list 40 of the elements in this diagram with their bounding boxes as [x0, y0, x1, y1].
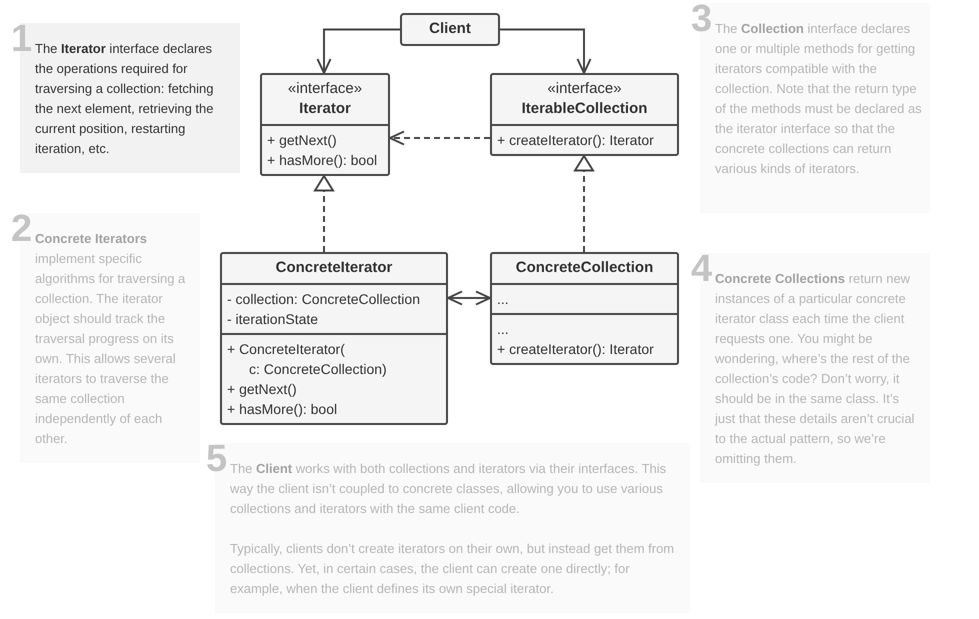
method-text: + hasMore(): bool: [267, 151, 378, 170]
note-text: Typically, clients don’t create iterators on their own, but instead get them from collections. Yet, in certain cases, the client can create one directly; for example, when the client defines its own special iterator.: [230, 540, 676, 598]
class-name: Iterator: [299, 99, 351, 119]
stereotype-label: «interface»: [547, 79, 622, 99]
class-box: [260, 73, 390, 176]
step-number: 4: [691, 250, 712, 288]
class-name: Client: [429, 19, 471, 39]
method-text: + createIterator(): Iterator: [497, 131, 654, 150]
step-number: 5: [206, 440, 228, 478]
class-name: IterableCollection: [522, 99, 648, 119]
step-number: 2: [11, 210, 32, 248]
step-number: 1: [11, 20, 32, 58]
method-text: + ConcreteIterator( c: ConcreteCollection): [227, 340, 388, 379]
association-arrow: [447, 290, 491, 306]
attribute-text: ...: [497, 290, 510, 309]
association-arrow: [316, 28, 400, 74]
attribute-text: - iterationState: [227, 310, 320, 329]
note-text: The Collection interface declares one or multiple methods for getting iterators compatible with the collection. Note that the return type of the methods must be declared as the iterator interface so that the concrete collections can return various kinds of iterators.: [715, 20, 922, 178]
method-text: ...: [497, 320, 510, 339]
class-box: [400, 13, 500, 46]
class-box: [490, 252, 679, 365]
realization-arrow: [314, 175, 334, 252]
note-text: Concrete Iterators implement specific algorithms for traversing a collection. The iterator object should track the traversal progress on its own. This allows several iterators to traverse the same collection independently of each other.: [35, 230, 186, 448]
dependency-arrow: [389, 130, 490, 146]
stereotype-label: «interface»: [288, 79, 362, 99]
step-number: 3: [691, 0, 712, 38]
method-text: + getNext(): [267, 131, 338, 150]
note-text: Concrete Collections return new instances of a particular concrete iterator class each time the client requests one. You might be wondering, where’s the rest of the collection’s code? Don’t worry, it should be in the same class. It’s just that these details aren’t crucial to the actual pattern, so we’re omitting them.: [715, 270, 916, 468]
realization-arrow: [574, 155, 594, 252]
class-box: [490, 73, 679, 156]
note-text: The Iterator interface declares the operations required for traversing a collection: fetching the next element, retrieving the current position, restarting iteration, etc.: [35, 40, 214, 158]
class-box: [220, 252, 448, 425]
note-text: The Client works with both collections and iterators via their interfaces. This way the client isn’t coupled to concrete classes, allowing you to use various collections and iterators with the same client code.: [230, 460, 668, 518]
class-name: ConcreteIterator: [276, 258, 392, 278]
attribute-text: - collection: ConcreteCollection: [227, 290, 420, 309]
method-text: + getNext(): [227, 380, 298, 399]
method-text: + hasMore(): bool: [227, 400, 338, 419]
class-name: ConcreteCollection: [516, 258, 654, 278]
association-arrow: [500, 28, 592, 74]
method-text: + createIterator(): Iterator: [497, 340, 654, 359]
